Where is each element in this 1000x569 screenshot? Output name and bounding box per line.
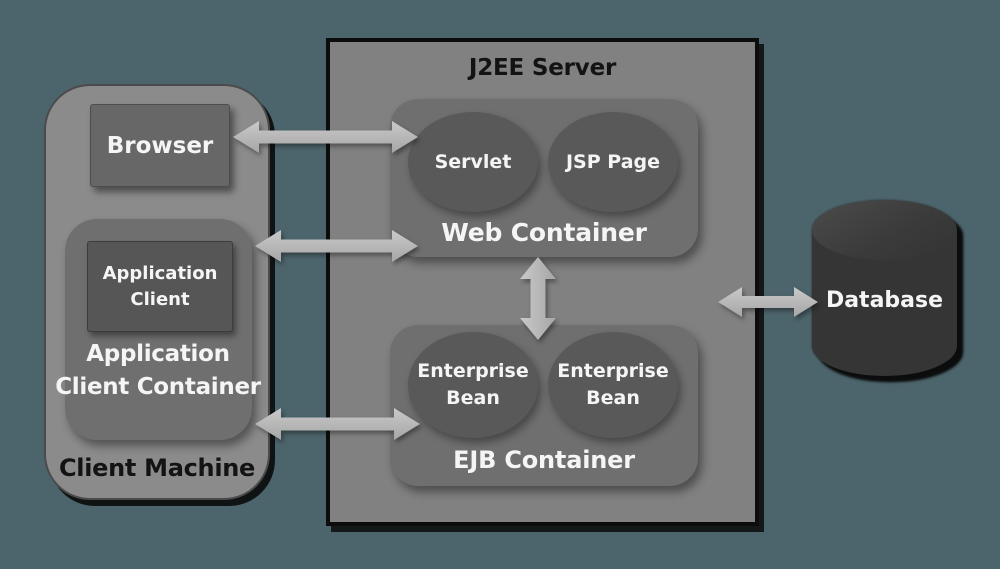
arrow-app-client-web-container xyxy=(255,230,418,262)
arrow-app-client-ejb-container xyxy=(255,408,420,440)
enterprise-bean-node-1: Enterprise Bean xyxy=(408,332,538,438)
jsp-page-label: JSP Page xyxy=(565,151,661,173)
servlet-label: Servlet xyxy=(434,151,512,173)
database-cylinder-top xyxy=(812,200,957,260)
enterprise-bean-label-1: Enterprise Bean xyxy=(417,360,529,409)
web-container: Servlet JSP Page Web Container xyxy=(390,99,698,257)
database-label: Database xyxy=(825,288,944,313)
arrow-browser-web-container xyxy=(233,121,418,153)
client-machine-group: Browser Application Client Application C… xyxy=(44,84,270,500)
enterprise-bean-label-2: Enterprise Bean xyxy=(557,360,669,409)
servlet-node: Servlet xyxy=(408,112,538,212)
ejb-container: Enterprise Bean Enterprise Bean EJB Cont… xyxy=(390,325,698,486)
web-container-label: Web Container xyxy=(441,218,647,247)
client-machine-label: Client Machine xyxy=(58,454,256,482)
enterprise-bean-node-2: Enterprise Bean xyxy=(548,332,678,438)
application-client-container: Application Client Application Client Co… xyxy=(55,219,261,440)
ejb-container-label: EJB Container xyxy=(453,446,635,474)
database-node: Database xyxy=(812,200,957,376)
application-client-label: Application Client xyxy=(102,262,218,310)
arrow-server-database xyxy=(718,287,818,317)
j2ee-server-title: J2EE Server xyxy=(468,55,617,81)
arrow-web-ejb-vertical xyxy=(520,257,556,340)
jsp-page-node: JSP Page xyxy=(548,112,678,212)
application-client-container-label: Application Client Container xyxy=(55,341,261,400)
browser-node: Browser xyxy=(90,104,230,187)
application-client-node: Application Client xyxy=(87,241,233,332)
browser-label: Browser xyxy=(106,132,214,159)
j2ee-server-group: J2EE Server Servlet JSP Page Web Contain… xyxy=(326,38,759,526)
